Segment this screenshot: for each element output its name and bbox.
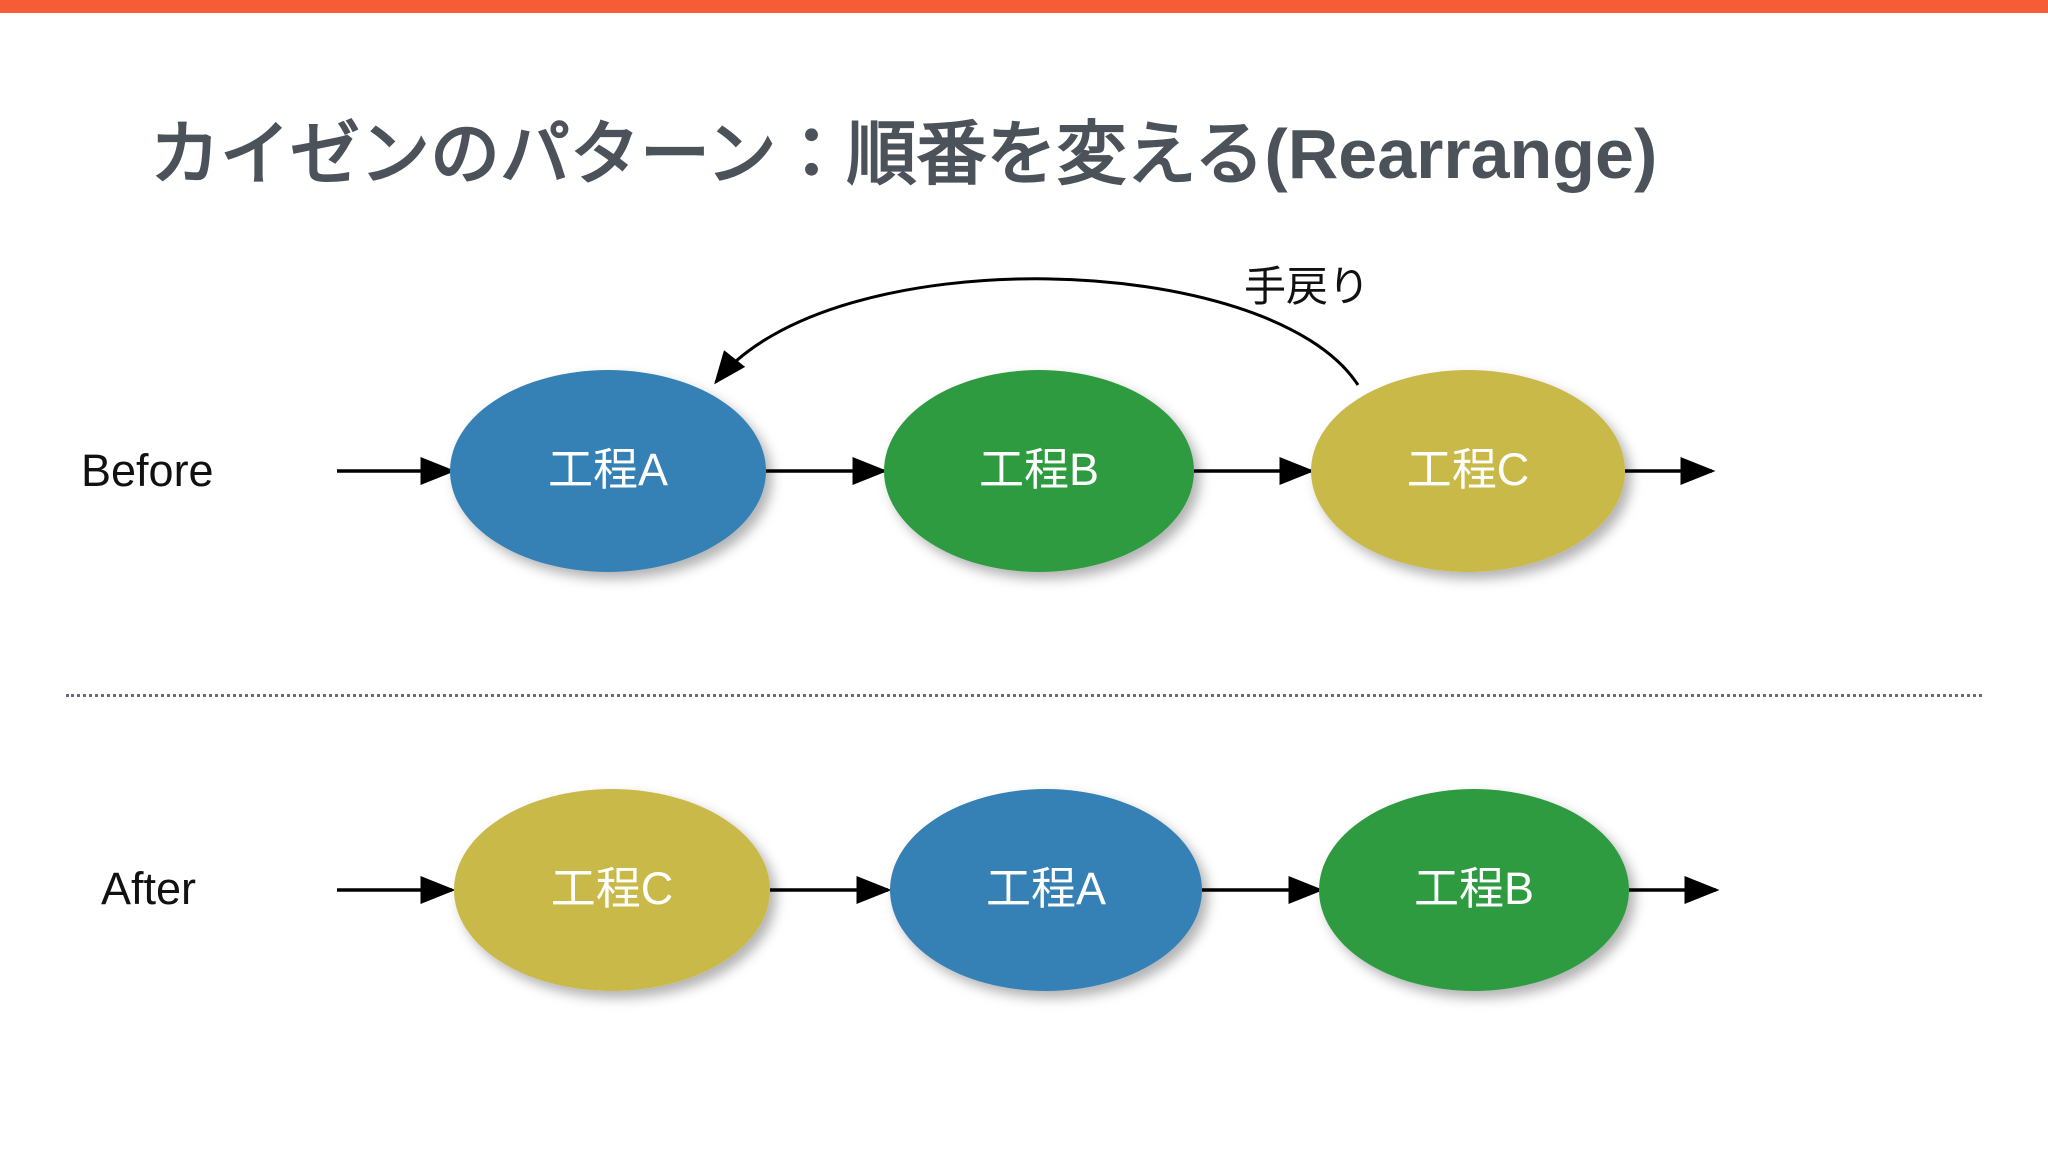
- before-node-3-label: 工程C: [1407, 444, 1530, 495]
- before-node-2-label: 工程B: [979, 444, 1099, 495]
- before-node-1-ellipse: [450, 370, 766, 572]
- after-node-3-ellipse: [1319, 789, 1629, 991]
- rework-feedback-label: 手戻り: [1244, 263, 1370, 310]
- before-node-1-label: 工程A: [548, 444, 668, 495]
- section-divider: [66, 694, 1982, 697]
- top-accent-bar: [0, 0, 2048, 13]
- after-node-1-ellipse: [454, 789, 770, 991]
- before-node-2-ellipse: [884, 370, 1194, 572]
- rework-feedback-arrow: [714, 277, 1360, 386]
- after-node-2-label: 工程A: [986, 863, 1106, 914]
- after-node-3-label: 工程B: [1414, 863, 1534, 914]
- page-title: カイゼンのパターン：順番を変える(Rearrange): [150, 115, 1658, 193]
- after-node-2-ellipse: [890, 789, 1202, 991]
- after-node-1-label: 工程C: [551, 863, 674, 914]
- row-label-after: After: [101, 863, 197, 914]
- before-node-3-ellipse: [1311, 370, 1625, 572]
- row-label-before: Before: [81, 445, 214, 496]
